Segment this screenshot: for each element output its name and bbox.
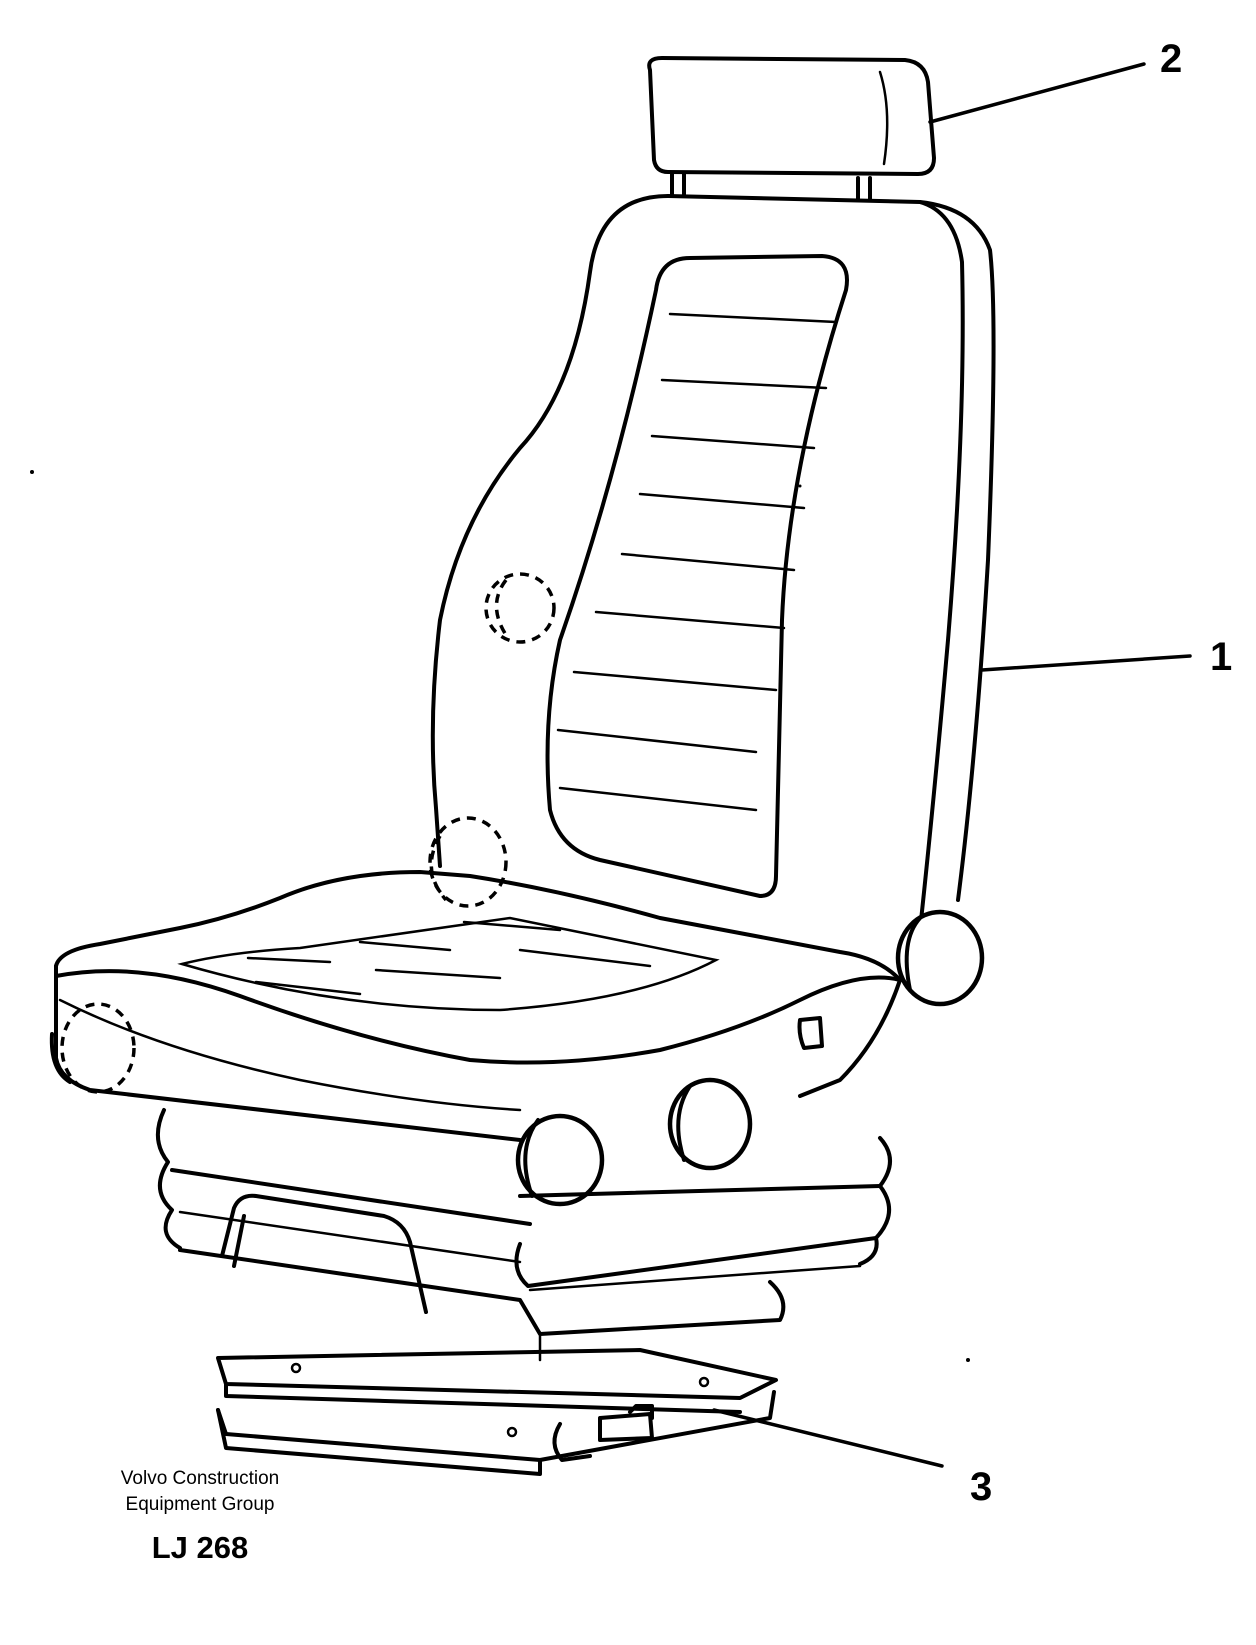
backrest-hidden-knob [484, 572, 556, 644]
callout-2: 2 [1160, 37, 1182, 81]
backrest-ribs [556, 312, 838, 812]
seat-cushion [49, 816, 902, 1142]
leader-1 [980, 654, 1192, 672]
leader-2 [928, 62, 1146, 124]
headrest [647, 56, 936, 202]
scan-specks [30, 470, 970, 1362]
company-line-1: Volvo Construction [120, 1468, 280, 1489]
knob-front-left [515, 1113, 605, 1207]
leader-3 [712, 1408, 944, 1468]
company-caption: Volvo Construction Equipment Group [90, 1466, 310, 1518]
leader-lines [712, 62, 1192, 1468]
cushion-hidden-knob-left [60, 1002, 136, 1094]
adjustment-knobs [515, 909, 985, 1207]
callout-3: 3 [970, 1465, 992, 1509]
slide-rails [216, 1348, 778, 1476]
company-line-2: Equipment Group [125, 1494, 275, 1515]
suspension [156, 1108, 892, 1362]
cushion-hidden-knob-back [428, 816, 508, 908]
backrest [430, 194, 996, 932]
knob-recline [895, 909, 985, 1007]
drawing-code: LJ 268 [151, 1530, 249, 1565]
callout-1: 1 [1210, 635, 1232, 679]
knob-front-right [667, 1077, 753, 1171]
